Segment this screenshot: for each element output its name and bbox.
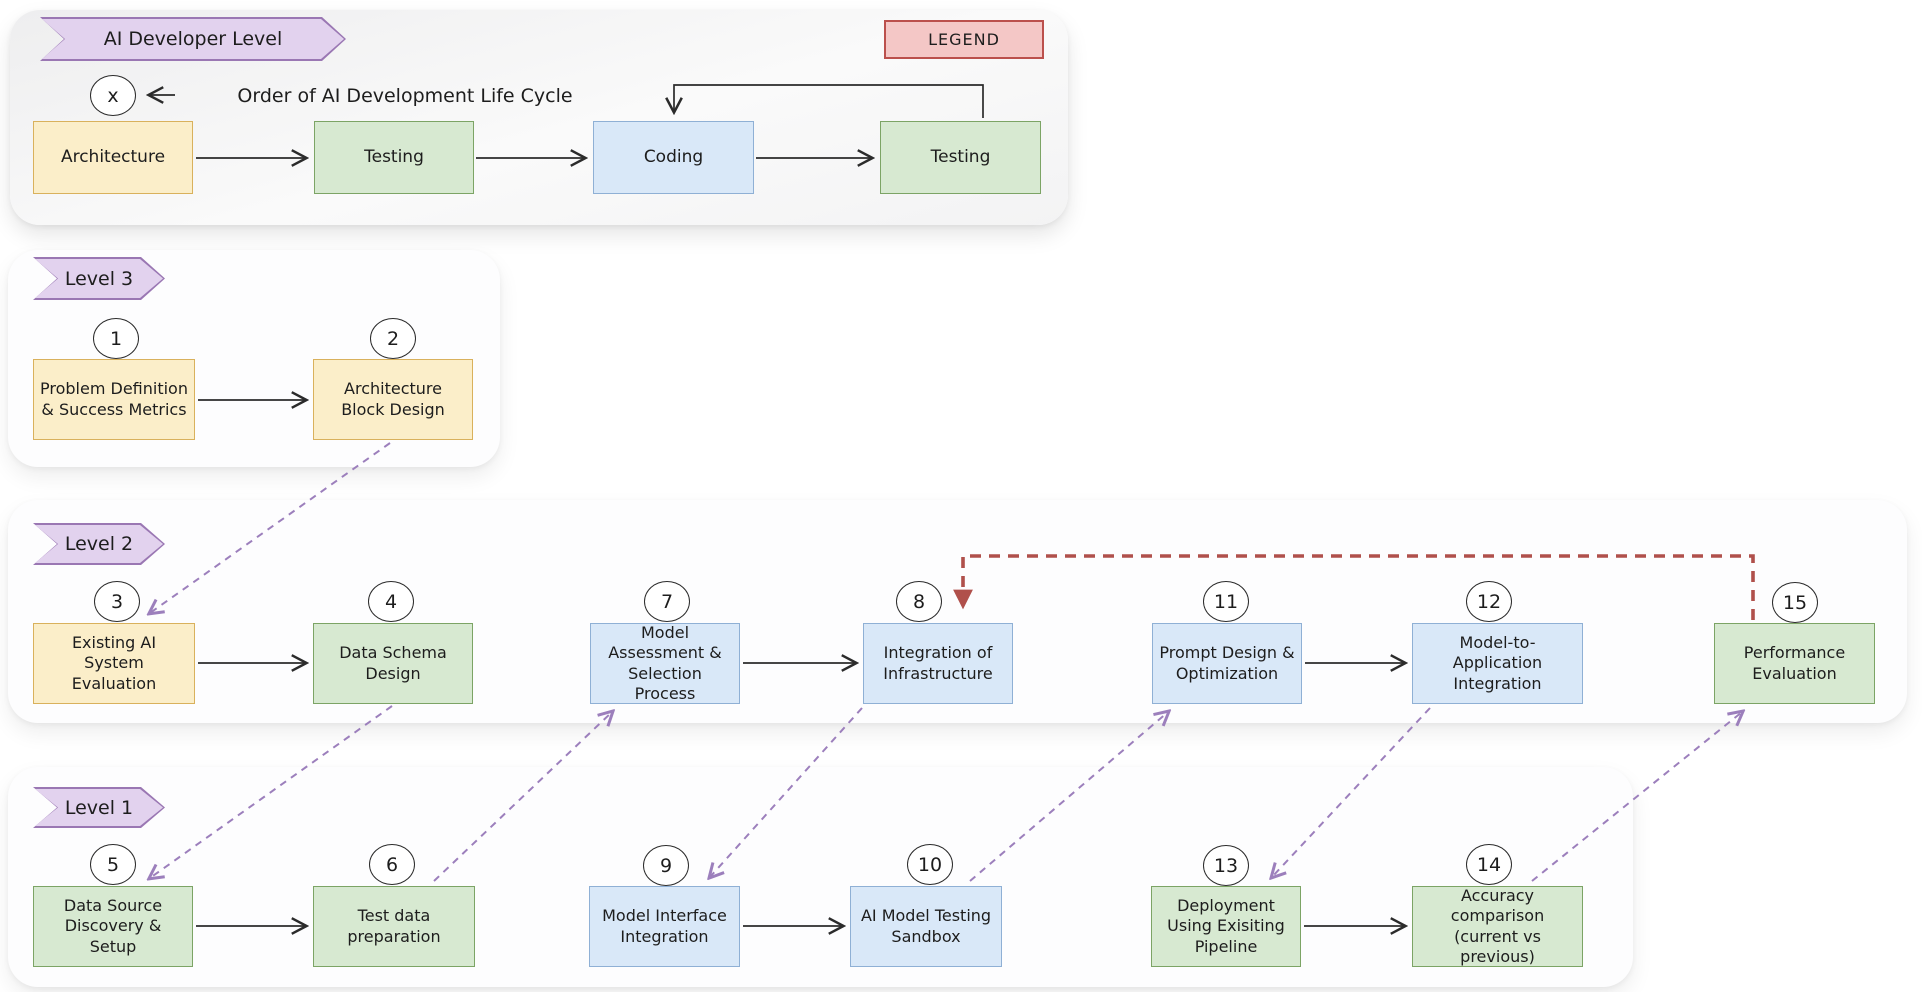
step-number-label: 9 — [659, 854, 673, 877]
node-accuracy-comparison[interactable]: Accuracy comparison (current vs previous… — [1412, 886, 1583, 967]
step-number-label: 3 — [110, 590, 124, 613]
node-ai-model-testing-sandbox[interactable]: AI Model Testing Sandbox — [850, 886, 1002, 967]
node-label: Testing — [930, 146, 991, 167]
node-label: Deployment Using Exisiting Pipeline — [1167, 895, 1285, 956]
order-note: Order of AI Development Life Cycle — [237, 85, 573, 107]
node-prompt-design-optimization[interactable]: Prompt Design & Optimization — [1152, 623, 1302, 704]
node-integration-of-infrastructure[interactable]: Integration of Infrastructure — [863, 623, 1013, 704]
step-number-label: 2 — [386, 327, 400, 350]
node-label: Prompt Design & Optimization — [1159, 643, 1295, 683]
step-number-label: 14 — [1476, 853, 1502, 876]
step-number-2[interactable]: 2 — [370, 318, 416, 359]
node-label: AI Model Testing Sandbox — [860, 906, 992, 946]
node-problem-definition[interactable]: Problem Definition & Success Metrics — [33, 359, 195, 440]
step-number-1[interactable]: 1 — [93, 318, 139, 359]
step-number-12[interactable]: 12 — [1466, 581, 1512, 622]
step-number-label: 10 — [917, 853, 943, 876]
step-number-6[interactable]: 6 — [369, 844, 415, 885]
node-label: Data Schema Design — [339, 643, 447, 683]
step-number-13[interactable]: 13 — [1203, 845, 1249, 886]
step-number-3[interactable]: 3 — [94, 581, 140, 622]
node-label: Model Interface Integration — [602, 906, 727, 946]
node-data-schema-design[interactable]: Data Schema Design — [313, 623, 473, 704]
step-number-9[interactable]: 9 — [643, 845, 689, 886]
level-2-banner-label: Level 2 — [35, 525, 163, 563]
node-data-source-discovery-setup[interactable]: Data Source Discovery & Setup — [33, 886, 193, 967]
step-number-15[interactable]: 15 — [1772, 582, 1818, 623]
node-label: Problem Definition & Success Metrics — [40, 379, 188, 419]
step-number-label: 12 — [1476, 590, 1502, 613]
level-1-banner-label: Level 1 — [35, 789, 163, 826]
node-label: Testing — [364, 146, 424, 167]
level-3-banner[interactable]: Level 3 — [33, 257, 165, 300]
step-number-label: 15 — [1782, 591, 1808, 614]
node-label: Architecture Block Design — [341, 379, 445, 419]
step-number-11[interactable]: 11 — [1203, 581, 1249, 622]
node-label: Integration of Infrastructure — [883, 643, 993, 683]
legend-box[interactable]: LEGEND — [884, 20, 1044, 59]
legend-label: LEGEND — [928, 30, 1000, 49]
node-architecture-block-design[interactable]: Architecture Block Design — [313, 359, 473, 440]
step-number-label: 13 — [1213, 854, 1239, 877]
node-label: Test data preparation — [347, 906, 441, 946]
step-number-label: 5 — [106, 853, 120, 876]
node-label: Architecture — [60, 146, 166, 167]
step-number-label: 4 — [384, 590, 398, 613]
node-deployment-using-existing-pipeline[interactable]: Deployment Using Exisiting Pipeline — [1151, 886, 1301, 967]
node-label: Model Assessment & Selection Process — [608, 622, 722, 703]
step-number-7[interactable]: 7 — [644, 581, 690, 622]
step-number-label: 1 — [109, 327, 123, 350]
step-number-8[interactable]: 8 — [896, 581, 942, 622]
step-number-label: 8 — [912, 590, 926, 613]
node-testing-1[interactable]: Testing — [314, 121, 474, 194]
level-1-frame[interactable] — [8, 767, 1633, 987]
node-model-assessment-selection[interactable]: Model Assessment & Selection Process — [590, 623, 740, 704]
step-number-5[interactable]: 5 — [90, 844, 136, 885]
node-label: Existing AI System Evaluation — [71, 632, 157, 693]
node-testing-2[interactable]: Testing — [880, 121, 1041, 194]
ai-developer-level-banner[interactable]: AI Developer Level — [40, 17, 346, 61]
node-label: Performance Evaluation — [1743, 643, 1846, 683]
node-coding[interactable]: Coding — [593, 121, 754, 194]
step-number-label: 11 — [1213, 590, 1239, 613]
step-number-14[interactable]: 14 — [1466, 844, 1512, 885]
node-architecture[interactable]: Architecture — [33, 121, 193, 194]
order-marker-label: x — [107, 84, 119, 107]
node-performance-evaluation[interactable]: Performance Evaluation — [1714, 623, 1875, 704]
node-label: Model-to-Application Integration — [1452, 632, 1543, 693]
step-number-label: 6 — [385, 853, 399, 876]
node-model-to-application-integration[interactable]: Model-to-Application Integration — [1412, 623, 1583, 704]
node-test-data-preparation[interactable]: Test data preparation — [313, 886, 475, 967]
node-existing-ai-system-evaluation[interactable]: Existing AI System Evaluation — [33, 623, 195, 704]
step-number-label: 7 — [660, 590, 674, 613]
order-marker-circle[interactable]: x — [90, 75, 136, 116]
step-number-4[interactable]: 4 — [368, 581, 414, 622]
step-number-10[interactable]: 10 — [907, 844, 953, 885]
node-label: Coding — [643, 146, 704, 167]
node-model-interface-integration[interactable]: Model Interface Integration — [589, 886, 740, 967]
ai-developer-level-banner-label: AI Developer Level — [42, 19, 344, 59]
node-label: Accuracy comparison (current vs previous… — [1450, 885, 1545, 966]
node-label: Data Source Discovery & Setup — [63, 895, 163, 956]
